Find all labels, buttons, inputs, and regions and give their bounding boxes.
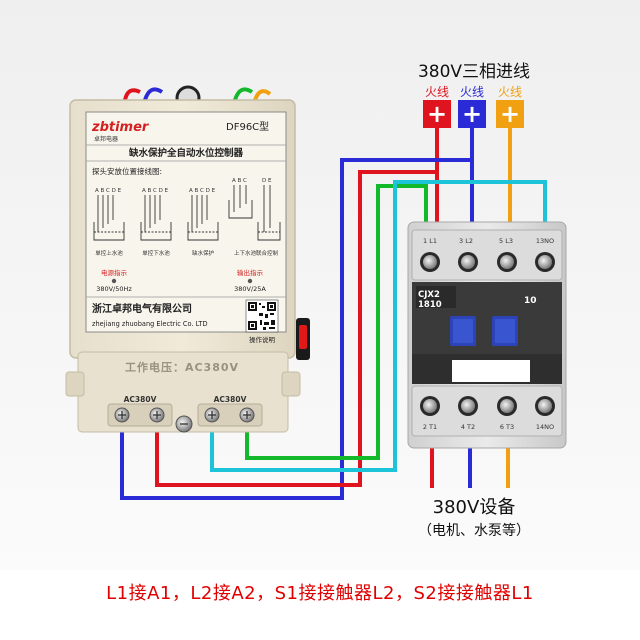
- qr-code-icon: [245, 299, 279, 333]
- svg-text:4 T2: 4 T2: [461, 423, 475, 431]
- wiring-diagram: zbtimer 卓邦电器 DF96C型 缺水保护全自动水位控制器 探头安放位置接…: [0, 0, 640, 570]
- probe-diagrams: [93, 185, 281, 241]
- probe-heading: 探头安放位置接线图:: [92, 166, 162, 176]
- svg-text:1 L1: 1 L1: [423, 237, 437, 245]
- model-number: DF96C型: [226, 120, 269, 133]
- load-subtitle: （电机、水泵等）: [418, 522, 530, 539]
- power-indicator-label: 电源指示: [101, 268, 128, 277]
- wire-bottom-cyan: [210, 385, 397, 472]
- company-en: zhejiang zhuobang Electric Co. LTD: [92, 320, 208, 328]
- phase-plus-icon: [423, 100, 451, 128]
- contactor-aux: 10: [524, 296, 537, 306]
- svg-text:2 T1: 2 T1: [423, 423, 437, 431]
- manual-label: 操作说明: [249, 335, 276, 344]
- svg-text:缺水保护: 缺水保护: [192, 249, 215, 257]
- wire-control-blue: [340, 158, 472, 340]
- svg-text:13NO: 13NO: [536, 237, 554, 245]
- controller-title: 缺水保护全自动水位控制器: [128, 147, 244, 159]
- wire-control-cyan: [393, 180, 547, 385]
- phase-label-red: 火线: [425, 85, 449, 99]
- svg-text:+: +: [500, 100, 520, 128]
- svg-text:A B C D E: A B C D E: [189, 188, 216, 194]
- wire-bottom-blue: [120, 340, 344, 500]
- phase-plus-icon: [458, 100, 486, 128]
- wiring-svg: zbtimer 卓邦电器 DF96C型 缺水保护全自动水位控制器 探头安放位置接…: [65, 62, 567, 539]
- ac-contactor: 1 L1 3 L2 5 L3 13NO CJX2 1810 10: [407, 221, 567, 449]
- output-indicator-label: 输出指示: [237, 268, 264, 277]
- load-title: 380V设备: [433, 497, 516, 518]
- wire-control-red: [358, 170, 437, 355]
- power-led: [111, 278, 117, 284]
- svg-text:+: +: [427, 100, 447, 128]
- load-section: 380V设备 （电机、水泵等）: [418, 497, 530, 539]
- svg-text:6 T3: 6 T3: [500, 423, 514, 431]
- phase-label-blue: 火线: [460, 85, 484, 99]
- phase-label-orange: 火线: [498, 85, 522, 99]
- controller-label: [85, 111, 287, 333]
- svg-text:A B C D E: A B C D E: [95, 188, 122, 194]
- contactor-rating: 1810: [418, 300, 442, 310]
- supply-section: 380V三相进线 火线 火线 火线 + + +: [418, 62, 530, 128]
- supply-title: 380V三相进线: [418, 62, 530, 82]
- wiring-instructions: L1接A1，L2接A2，S1接接触器L2，S2接接触器L1: [106, 583, 534, 604]
- contactor-label-plate: [452, 360, 530, 382]
- svg-text:380V/50Hz: 380V/50Hz: [96, 285, 132, 293]
- contactor-model: CJX2: [418, 290, 440, 300]
- brand-cn: 卓邦电器: [94, 135, 118, 143]
- svg-text:+: +: [462, 100, 482, 128]
- svg-text:A B C D E: A B C D E: [142, 188, 169, 194]
- svg-text:上下水池联合控制: 上下水池联合控制: [234, 249, 279, 257]
- svg-text:A B C: A B C: [232, 178, 247, 184]
- wire-bottom-green: [245, 370, 380, 460]
- working-voltage: 工作电压：AC380V: [125, 360, 239, 374]
- svg-text:单控下水池: 单控下水池: [142, 249, 170, 257]
- svg-text:D E: D E: [262, 178, 272, 184]
- contactor-top-terminals: [420, 252, 555, 272]
- phase-plus-icon: [496, 100, 524, 128]
- svg-text:3 L2: 3 L2: [459, 237, 473, 245]
- output-led: [247, 278, 253, 284]
- contactor-bottom-terminals: [420, 396, 555, 416]
- svg-text:单控上水池: 单控上水池: [95, 249, 123, 257]
- company-cn: 浙江卓邦电气有限公司: [92, 302, 192, 315]
- controller-terminals: [107, 403, 263, 433]
- svg-text:380V/25A: 380V/25A: [234, 285, 266, 293]
- svg-text:14NO: 14NO: [536, 423, 554, 431]
- svg-text:5 L3: 5 L3: [499, 237, 513, 245]
- brand-logo: zbtimer: [91, 120, 150, 135]
- wire-bottom-red: [155, 355, 362, 487]
- water-level-controller: zbtimer 卓邦电器 DF96C型 缺水保护全自动水位控制器 探头安放位置接…: [65, 85, 310, 433]
- svg-text:AC380V: AC380V: [124, 395, 157, 404]
- svg-text:AC380V: AC380V: [214, 395, 247, 404]
